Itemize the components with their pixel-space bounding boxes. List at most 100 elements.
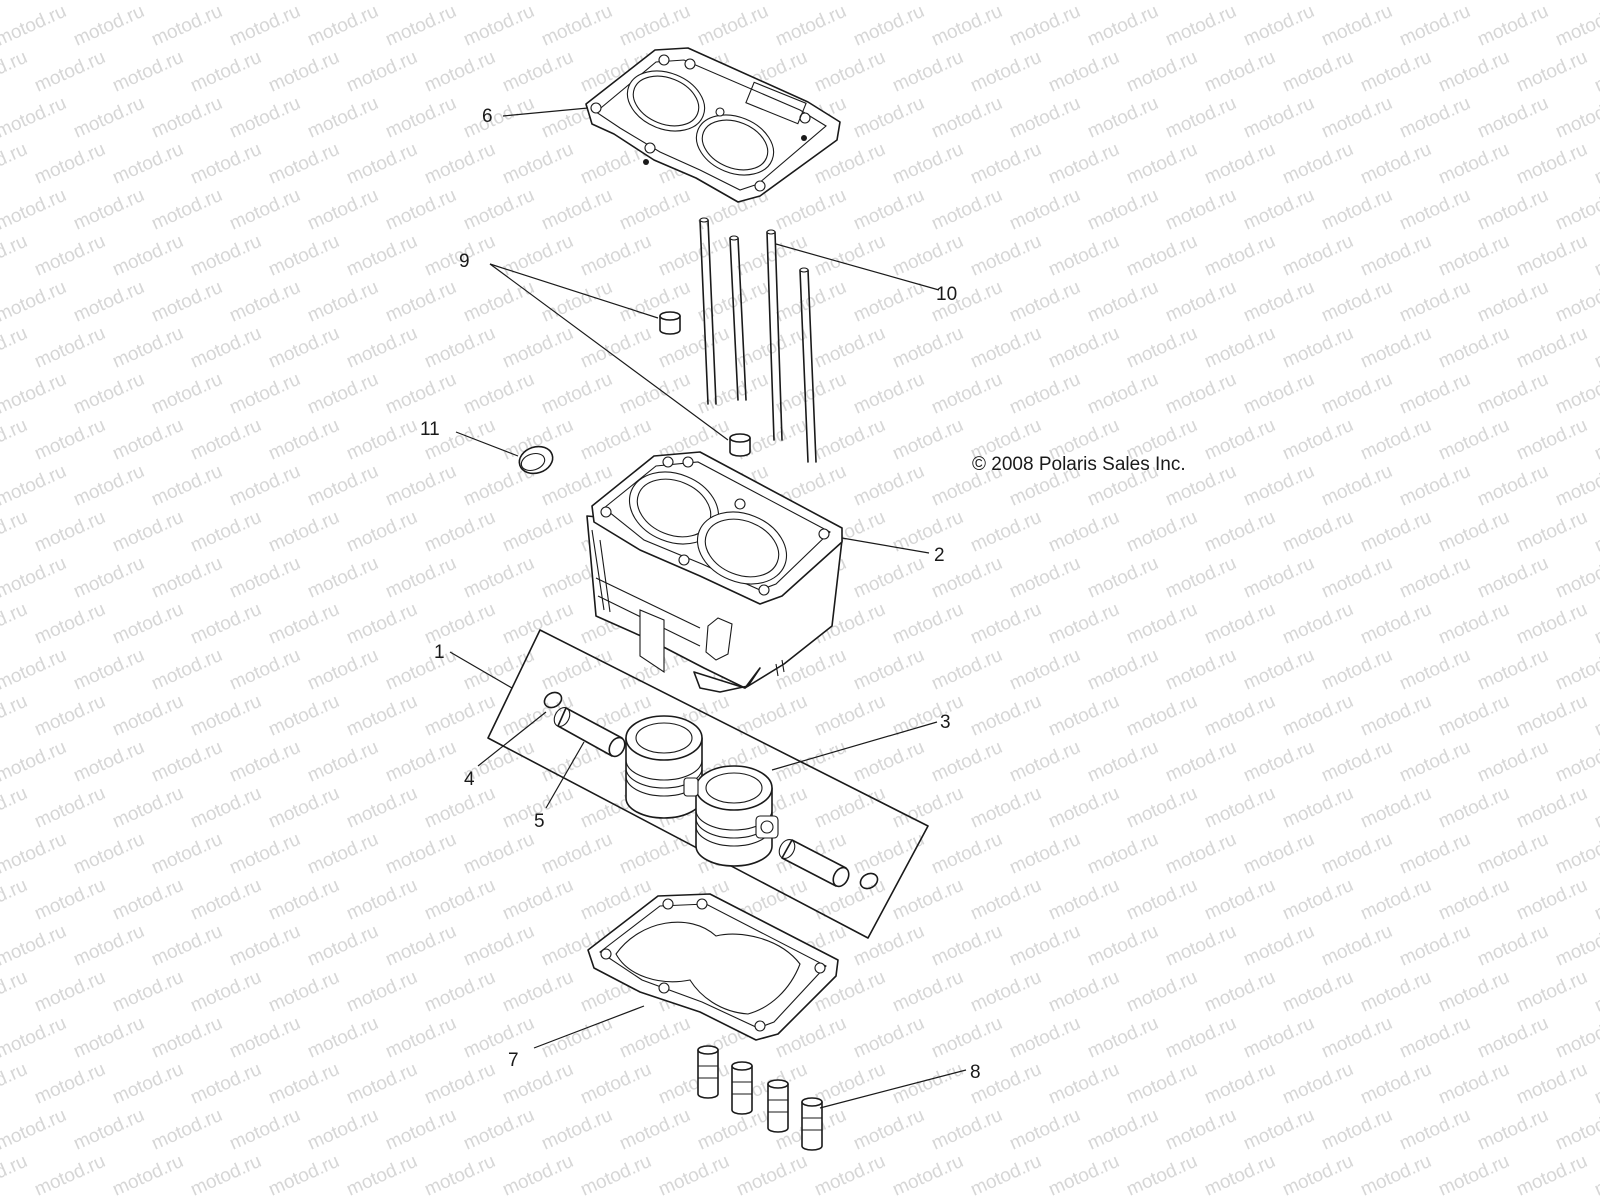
watermark-text: motod.ru xyxy=(1006,553,1083,603)
watermark-text: motod.ru xyxy=(1162,645,1239,695)
watermark-text: motod.ru xyxy=(1123,1151,1200,1200)
watermark-text: motod.ru xyxy=(1084,185,1161,235)
watermark-text: motod.ru xyxy=(811,0,888,5)
watermark-text: motod.ru xyxy=(0,553,70,603)
watermark-text: motod.ru xyxy=(772,277,849,327)
watermark-text: motod.ru xyxy=(382,1,459,51)
watermark-text: motod.ru xyxy=(304,553,381,603)
base-gasket xyxy=(587,893,839,1041)
watermark-text: motod.ru xyxy=(1396,369,1473,419)
watermark-text: motod.ru xyxy=(850,1105,927,1155)
watermark-text: motod.ru xyxy=(1552,369,1600,419)
watermark-text: motod.ru xyxy=(31,139,108,189)
watermark-text: motod.ru xyxy=(1201,323,1278,373)
watermark-text: motod.ru xyxy=(265,415,342,465)
watermark-text: motod.ru xyxy=(187,507,264,557)
watermark-text: motod.ru xyxy=(733,1151,810,1200)
watermark-text: motod.ru xyxy=(1084,93,1161,143)
dowel-sleeves xyxy=(697,1045,823,1151)
watermark-text: motod.ru xyxy=(1435,967,1512,1017)
watermark-text: motod.ru xyxy=(577,415,654,465)
watermark-text: motod.ru xyxy=(1396,1105,1473,1155)
pistons xyxy=(625,715,779,867)
watermark-text: motod.ru xyxy=(0,691,31,741)
watermark-text: motod.ru xyxy=(187,139,264,189)
watermark-text: motod.ru xyxy=(148,553,225,603)
watermark-text: motod.ru xyxy=(421,783,498,833)
watermark-text: motod.ru xyxy=(538,1013,615,1063)
watermark-text: motod.ru xyxy=(1201,783,1278,833)
watermark-text: motod.ru xyxy=(343,323,420,373)
watermark-text: motod.ru xyxy=(1123,875,1200,925)
watermark-text: motod.ru xyxy=(70,277,147,327)
watermark-text: motod.ru xyxy=(811,783,888,833)
watermark-text: motod.ru xyxy=(0,921,70,971)
watermark-text: motod.ru xyxy=(109,691,186,741)
watermark-text: motod.ru xyxy=(967,139,1044,189)
watermark-text: motod.ru xyxy=(1474,553,1551,603)
watermark-text: motod.ru xyxy=(1513,0,1590,5)
watermark-text: motod.ru xyxy=(1435,783,1512,833)
watermark-text: motod.ru xyxy=(0,875,31,925)
watermark-text: motod.ru xyxy=(1591,507,1600,557)
watermark-text: motod.ru xyxy=(382,461,459,511)
watermark-text: motod.ru xyxy=(421,507,498,557)
watermark-text: motod.ru xyxy=(1396,1,1473,51)
watermark-text: motod.ru xyxy=(1084,1013,1161,1063)
watermark-text: motod.ru xyxy=(1513,1151,1590,1200)
callout-4: 4 xyxy=(464,769,475,790)
watermark-text: motod.ru xyxy=(772,737,849,787)
watermark-text: motod.ru xyxy=(1240,829,1317,879)
watermark-text: motod.ru xyxy=(1279,0,1356,5)
watermark-text: motod.ru xyxy=(850,185,927,235)
watermark-text: motod.ru xyxy=(31,323,108,373)
watermark-text: motod.ru xyxy=(1435,507,1512,557)
watermark-text: motod.ru xyxy=(1591,875,1600,925)
watermark-text: motod.ru xyxy=(1435,231,1512,281)
watermark-text: motod.ru xyxy=(1045,47,1122,97)
watermark-text: motod.ru xyxy=(226,461,303,511)
watermark-text: motod.ru xyxy=(1045,783,1122,833)
watermark-text: motod.ru xyxy=(967,967,1044,1017)
watermark-text: motod.ru xyxy=(850,277,927,327)
watermark-text: motod.ru xyxy=(304,93,381,143)
watermark-text: motod.ru xyxy=(1240,737,1317,787)
watermark-text: motod.ru xyxy=(967,231,1044,281)
watermark-text: motod.ru xyxy=(109,967,186,1017)
watermark-text: motod.ru xyxy=(382,829,459,879)
watermark-text: motod.ru xyxy=(460,1,537,51)
watermark-text: motod.ru xyxy=(889,231,966,281)
watermark-text: motod.ru xyxy=(616,1105,693,1155)
watermark-text: motod.ru xyxy=(187,0,264,5)
watermark-text: motod.ru xyxy=(616,1013,693,1063)
watermark-text: motod.ru xyxy=(1123,507,1200,557)
watermark-text: motod.ru xyxy=(343,231,420,281)
watermark-text: motod.ru xyxy=(226,737,303,787)
watermark-text: motod.ru xyxy=(499,231,576,281)
watermark-text: motod.ru xyxy=(421,323,498,373)
watermark-text: motod.ru xyxy=(1435,875,1512,925)
watermark-text: motod.ru xyxy=(109,47,186,97)
piston-pins xyxy=(553,707,850,888)
watermark-text: motod.ru xyxy=(1396,829,1473,879)
watermark-text: motod.ru xyxy=(0,967,31,1017)
watermark-text: motod.ru xyxy=(499,323,576,373)
watermark-text: motod.ru xyxy=(226,277,303,327)
watermark-text: motod.ru xyxy=(811,691,888,741)
watermark-text: motod.ru xyxy=(1318,93,1395,143)
watermark-text: motod.ru xyxy=(772,369,849,419)
watermark-text: motod.ru xyxy=(382,737,459,787)
watermark-text: motod.ru xyxy=(460,369,537,419)
watermark-text: motod.ru xyxy=(1357,783,1434,833)
watermark-text: motod.ru xyxy=(1474,1,1551,51)
watermark-text: motod.ru xyxy=(265,783,342,833)
watermark-text: motod.ru xyxy=(850,461,927,511)
watermark-text: motod.ru xyxy=(0,139,31,189)
watermark-text: motod.ru xyxy=(499,1151,576,1200)
watermark-text: motod.ru xyxy=(1162,277,1239,327)
watermark-text: motod.ru xyxy=(31,691,108,741)
watermark-text: motod.ru xyxy=(304,277,381,327)
watermark-text: motod.ru xyxy=(1006,921,1083,971)
callout-7: 7 xyxy=(508,1050,519,1071)
watermark-text: motod.ru xyxy=(0,185,70,235)
